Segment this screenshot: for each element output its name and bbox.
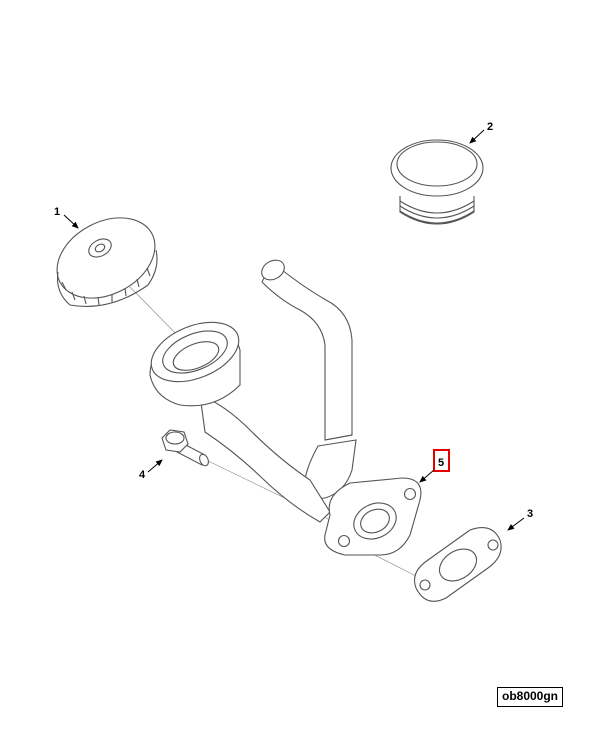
plug-part	[390, 139, 484, 225]
callout-number-5: 5	[438, 457, 444, 469]
callout-number-1: 1	[54, 206, 60, 218]
filler-cap-part	[56, 217, 158, 307]
callout-4: 4	[139, 459, 163, 481]
callout-5: 5	[419, 449, 450, 483]
callout-2: 2	[469, 121, 493, 144]
filler-tube-part	[149, 259, 422, 556]
callout-3: 3	[507, 508, 533, 531]
reference-code-label: ob8000gn	[497, 687, 563, 707]
callout-5-highlight-box	[433, 449, 450, 472]
callout-number-2: 2	[487, 121, 493, 133]
callout-number-3: 3	[527, 508, 533, 520]
gasket-part	[413, 527, 502, 602]
callout-number-4: 4	[139, 469, 146, 481]
bolt-part	[161, 429, 209, 467]
callout-1: 1	[54, 206, 79, 229]
